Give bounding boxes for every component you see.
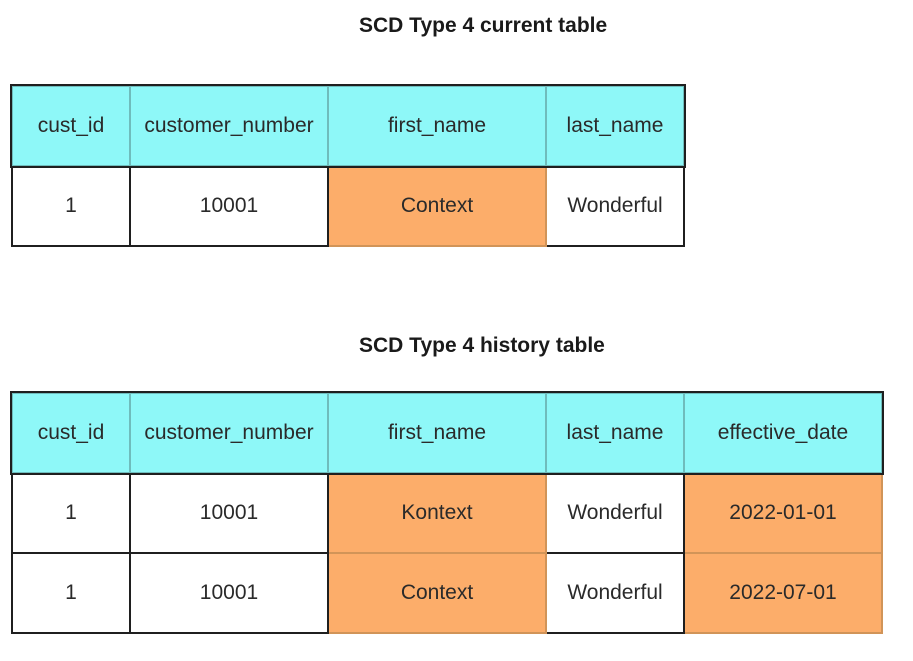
- column-header-customer-number: customer_number: [129, 85, 329, 167]
- column-header-effective-date: effective_date: [683, 392, 883, 474]
- column-header-last-name: last_name: [545, 85, 685, 167]
- column-header-first-name: first_name: [327, 85, 547, 167]
- column-header-customer-number: customer_number: [129, 392, 329, 474]
- cell-effective-date-highlighted: 2022-07-01: [683, 552, 883, 634]
- cell-customer-number: 10001: [129, 472, 329, 554]
- cell-first-name-highlighted: Context: [327, 552, 547, 634]
- cell-cust-id: 1: [11, 552, 131, 634]
- column-header-first-name: first_name: [327, 392, 547, 474]
- cell-last-name: Wonderful: [545, 165, 685, 247]
- cell-effective-date-highlighted: 2022-01-01: [683, 472, 883, 554]
- current-table-title: SCD Type 4 current table: [359, 14, 608, 37]
- cell-last-name: Wonderful: [545, 552, 685, 634]
- column-header-last-name: last_name: [545, 392, 685, 474]
- table-row: 1 10001 Context Wonderful: [11, 165, 685, 247]
- cell-first-name-highlighted: Context: [327, 165, 547, 247]
- current-table-header-row: cust_id customer_number first_name last_…: [10, 84, 686, 168]
- table-row: 1 10001 Kontext Wonderful 2022-01-01: [11, 472, 883, 554]
- history-table-title: SCD Type 4 history table: [359, 334, 605, 357]
- cell-cust-id: 1: [11, 472, 131, 554]
- cell-customer-number: 10001: [129, 552, 329, 634]
- table-row: 1 10001 Context Wonderful 2022-07-01: [11, 552, 883, 634]
- cell-customer-number: 10001: [129, 165, 329, 247]
- cell-last-name: Wonderful: [545, 472, 685, 554]
- current-table: cust_id customer_number first_name last_…: [10, 84, 686, 247]
- column-header-cust-id: cust_id: [11, 85, 131, 167]
- cell-first-name-highlighted: Kontext: [327, 472, 547, 554]
- history-table: cust_id customer_number first_name last_…: [10, 391, 884, 634]
- cell-cust-id: 1: [11, 165, 131, 247]
- column-header-cust-id: cust_id: [11, 392, 131, 474]
- history-table-header-row: cust_id customer_number first_name last_…: [10, 391, 884, 475]
